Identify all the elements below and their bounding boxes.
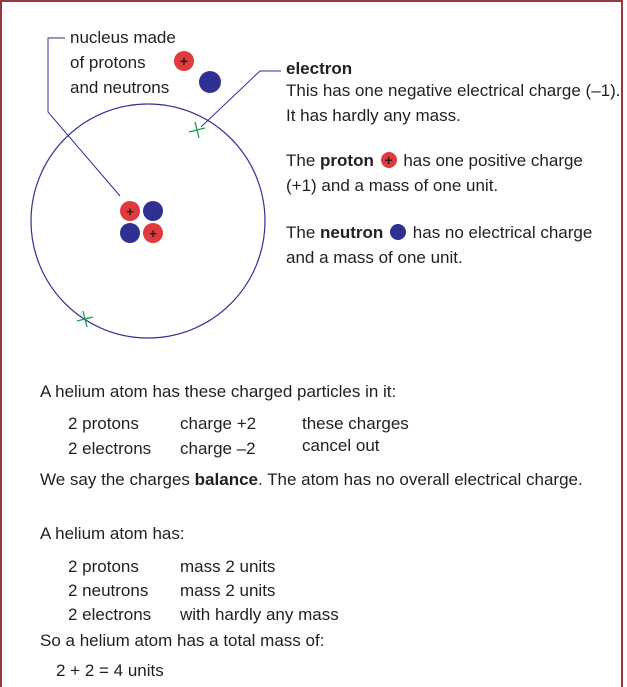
nucleus-proton-2-sign: + (149, 226, 157, 241)
neutron-icon (390, 224, 406, 240)
mass-row-2-particle: 2 neutrons (68, 580, 148, 602)
balance-statement: We say the charges balance. The atom has… (40, 469, 583, 491)
electron-1 (189, 122, 205, 138)
mass-row-3-particle: 2 electrons (68, 604, 151, 626)
proton-suffix: has one positive charge (403, 151, 583, 170)
electron-2 (77, 311, 93, 327)
neutron-description-line-2: and a mass of one unit. (286, 247, 463, 269)
mass-total: 2 + 2 = 4 units (56, 660, 164, 682)
nucleus-label-line-2: of protons (70, 52, 146, 74)
electron-description-line-1: This has one negative electrical charge … (286, 80, 621, 102)
nucleus-label-line-1: nucleus made (70, 27, 176, 49)
cancel-note-line-1: these charges (302, 413, 409, 435)
nucleus-neutron-2 (120, 223, 140, 243)
balance-prefix: We say the charges (40, 470, 190, 489)
neutron-prefix: The (286, 223, 315, 242)
cancel-note-line-2: cancel out (302, 435, 380, 457)
proton-description-line-1: The proton has one positive charge (286, 150, 583, 172)
charges-row-2-particle: 2 electrons (68, 438, 151, 460)
mass-row-1-particle: 2 protons (68, 556, 139, 578)
nucleus-proton-1-sign: + (126, 204, 134, 219)
charges-row-1-particle: 2 protons (68, 413, 139, 435)
charges-row-1-charge: charge +2 (180, 413, 256, 435)
neutron-term: neutron (320, 223, 383, 242)
neutron-suffix: has no electrical charge (413, 223, 593, 242)
nucleus: + + (120, 201, 163, 243)
nucleus-neutron-1 (143, 201, 163, 221)
proton-icon (381, 152, 397, 168)
charges-row-2-charge: charge –2 (180, 438, 256, 460)
neutron-description-line-1: The neutron has no electrical charge (286, 222, 592, 244)
charges-intro: A helium atom has these charged particle… (40, 381, 396, 403)
balance-suffix: . The atom has no overall electrical cha… (258, 470, 583, 489)
nucleus-label-line-3: and neutrons (70, 77, 169, 99)
mass-intro: A helium atom has: (40, 523, 185, 545)
proton-prefix: The (286, 151, 315, 170)
mass-total-intro: So a helium atom has a total mass of: (40, 630, 324, 652)
mass-row-1-mass: mass 2 units (180, 556, 275, 578)
electron-heading: electron (286, 58, 352, 80)
electron-description-line-2: It has hardly any mass. (286, 105, 461, 127)
balance-term: balance (195, 470, 258, 489)
mass-row-3-mass: with hardly any mass (180, 604, 339, 626)
proton-term: proton (320, 151, 374, 170)
mass-row-2-mass: mass 2 units (180, 580, 275, 602)
proton-description-line-2: (+1) and a mass of one unit. (286, 175, 498, 197)
legend-proton-sign: + (180, 53, 188, 69)
electron-orbit (31, 104, 265, 338)
legend-neutron-particle (199, 71, 221, 93)
